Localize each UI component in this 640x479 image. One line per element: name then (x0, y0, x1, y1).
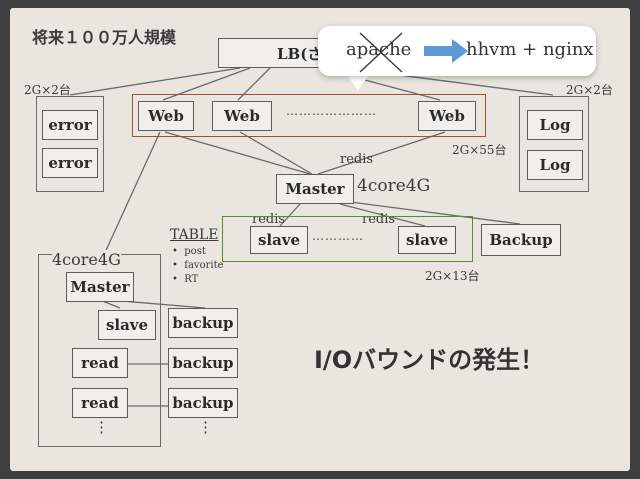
sub-master-box: Master (66, 272, 134, 302)
master-spec: 4core4G (357, 176, 431, 196)
bubble-old-label: apache (346, 39, 412, 60)
redis-right-label: redis (362, 212, 396, 227)
lb-label: LB(さ (277, 44, 323, 63)
slave-group-label: 2G×13台 (425, 269, 480, 283)
sub-backup-box-2: backup (168, 348, 238, 378)
log-box-2: Log (527, 150, 583, 180)
redis-top-label: redis (340, 152, 374, 167)
line-master-slave2 (339, 203, 426, 227)
bubble-new-label: hhvm + nginx (466, 39, 594, 60)
sub-read-box-1: read (72, 348, 128, 378)
backup-box: Backup (481, 224, 561, 256)
table-title: TABLE (170, 227, 219, 243)
line-web1-master (164, 131, 311, 175)
log-group (519, 96, 589, 192)
master-box: Master (276, 174, 354, 204)
sub-read-box-2: read (72, 388, 128, 418)
table-item-1-text: post (184, 246, 206, 257)
web-group (132, 94, 486, 137)
error-group-label: 2G×2台 (24, 83, 71, 97)
table-item-2: • favorite (172, 260, 224, 271)
sub-cluster-spec: 4core4G (52, 250, 121, 269)
slave-ellipsis: ………… (312, 229, 364, 243)
line-web3-master (317, 131, 446, 175)
web-box-3: Web (418, 101, 476, 131)
line-master-backup (349, 201, 521, 225)
slide-title: 将来１００万人規模 (32, 28, 177, 47)
web-group-label: 2G×55台 (452, 143, 507, 157)
sub-slave-box: slave (98, 310, 156, 340)
line-web2-master (239, 131, 313, 175)
line-master-slave1 (279, 203, 301, 227)
error-box-1: error (42, 110, 98, 140)
sub-backup-box-1: backup (168, 308, 238, 338)
web-box-1: Web (138, 101, 194, 131)
log-box-1: Log (527, 110, 583, 140)
table-item-1: • post (172, 246, 206, 257)
slave-box-1: slave (250, 226, 308, 254)
web-ellipsis: ………………… (286, 104, 377, 118)
sub-backup-box-3: backup (168, 388, 238, 418)
sub-read-vdots: ⋮ (94, 418, 109, 436)
error-box-2: error (42, 148, 98, 178)
sub-backup-vdots: ⋮ (198, 418, 213, 436)
line-lb-error (69, 67, 241, 96)
slave-box-2: slave (398, 226, 456, 254)
slave-group (222, 216, 473, 262)
line-web1-submaster (97, 131, 161, 269)
table-item-3-text: RT (184, 274, 199, 285)
table-item-3: • RT (172, 274, 199, 285)
headline: I/Oバウンドの発生！ (314, 346, 545, 374)
error-group (36, 96, 104, 192)
log-group-label: 2G×2台 (566, 83, 613, 97)
redis-left-label: redis (252, 212, 286, 227)
web-box-2: Web (212, 101, 272, 131)
bubble-tail (346, 74, 370, 90)
table-item-2-text: favorite (184, 260, 224, 271)
